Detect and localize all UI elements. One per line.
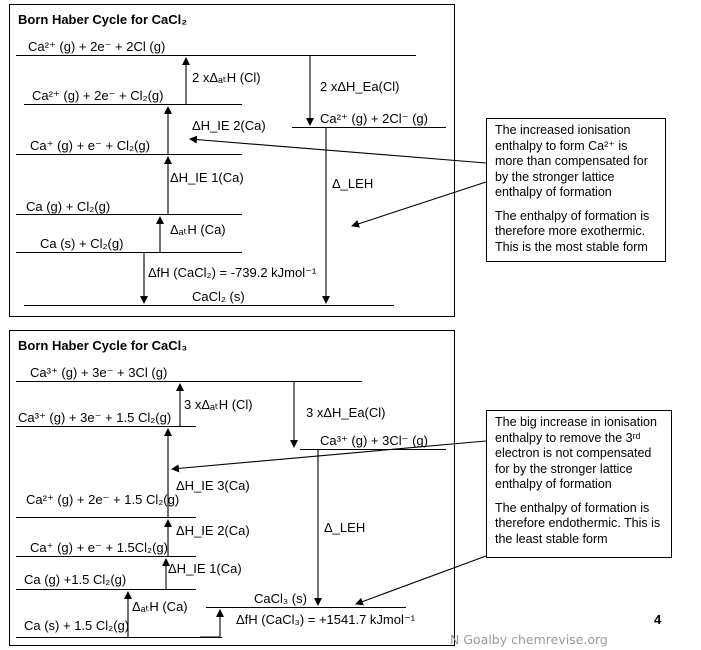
cacl2-explanation-2: The enthalpy of formation is therefore m… [495, 208, 650, 254]
cacl2-line-top [16, 55, 416, 56]
cacl2-diagram-panel [9, 4, 455, 317]
cacl2-level-4: Ca (g) + Cl₂(g) [26, 199, 111, 214]
cacl3-level-5: Ca (g) +1.5 Cl₂(g) [24, 572, 127, 587]
cacl3-product-level: CaCl₃ (s) [254, 591, 307, 606]
cacl3-line-4 [16, 556, 196, 557]
cacl2-line-3 [16, 154, 242, 155]
cacl3-ie3-label: ΔH_IE 3(Ca) [176, 478, 250, 493]
cacl2-hf-label: ΔfH (CaCl₂) = -739.2 kJmol⁻¹ [148, 265, 317, 280]
cacl3-ea-label: 3 xΔH_Ea(Cl) [306, 405, 386, 420]
cacl3-hf-label: ΔfH (CaCl₃) = +1541.7 kJmol⁻¹ [236, 612, 416, 627]
page-number: 4 [654, 612, 662, 627]
cacl3-hf-arrow [200, 609, 224, 638]
cacl3-line-2 [16, 426, 196, 427]
cacl3-note-pointer-ie3 [171, 440, 487, 473]
cacl3-level-right: Ca³⁺ (g) + 3Cl⁻ (g) [320, 433, 428, 448]
cacl3-level-6: Ca (s) + 1.5 Cl₂(g) [24, 618, 130, 633]
cacl3-explanation-2: The enthalpy of formation is therefore e… [495, 500, 661, 546]
cacl3-at-cl-label: 3 xΔₐₜH (Cl) [184, 397, 253, 412]
cacl2-at-cl-label: 2 xΔₐₜH (Cl) [192, 70, 261, 85]
cacl3-at-ca-label: ΔₐₜH (Ca) [132, 599, 188, 614]
cacl3-ie1-label: ΔH_IE 1(Ca) [168, 561, 242, 576]
cacl2-note-pointer-hf [351, 181, 487, 228]
cacl3-line-top [16, 381, 362, 382]
cacl2-level-3: Ca⁺ (g) + e⁻ + Cl₂(g) [30, 138, 150, 153]
cacl2-line-5 [16, 252, 242, 253]
cacl3-level-4: Ca⁺ (g) + e⁻ + 1.5Cl₂(g) [30, 540, 168, 555]
cacl2-ie2-label: ΔH_IE 2(Ca) [192, 118, 266, 133]
cacl2-explanation-box: The increased ionisation enthalpy to for… [486, 118, 666, 262]
cacl3-note-pointer-hf [355, 555, 487, 606]
cacl3-explanation-box: The big increase in ionisation enthalpy … [486, 410, 672, 558]
cacl3-diagram-panel [9, 330, 455, 646]
cacl2-level-5: Ca (s) + Cl₂(g) [40, 236, 124, 251]
cacl2-title: Born Haber Cycle for CaCl₂ [18, 12, 188, 27]
cacl3-level-top: Ca³⁺ (g) + 3e⁻ + 3Cl (g) [30, 365, 168, 380]
cacl3-le-label: Δ_LEH [324, 520, 366, 535]
cacl2-level-right: Ca²⁺ (g) + 2Cl⁻ (g) [320, 111, 428, 126]
cacl3-line-3 [16, 517, 196, 518]
cacl2-ie1-label: ΔH_IE 1(Ca) [170, 170, 244, 185]
cacl2-level-top: Ca²⁺ (g) + 2e⁻ + 2Cl (g) [28, 39, 166, 54]
footer-credit: N Goalby chemrevise.org [450, 632, 608, 647]
cacl2-line-4 [16, 214, 242, 215]
cacl2-at-ca-label: ΔₐₜH (Ca) [170, 222, 226, 237]
cacl3-level-2: Ca³⁺ (g) + 3e⁻ + 1.5 Cl₂(g) [18, 410, 172, 425]
cacl2-note-pointer-ie2 [189, 135, 487, 164]
cacl2-ea-label: 2 xΔH_Ea(Cl) [320, 79, 400, 94]
cacl2-explanation-1: The increased ionisation enthalpy to for… [495, 123, 648, 199]
cacl3-line-5 [16, 589, 196, 590]
cacl2-line-bottom [24, 305, 394, 306]
cacl3-ie2-label: ΔH_IE 2(Ca) [176, 523, 250, 538]
cacl2-level-bottom: CaCl₂ (s) [192, 289, 245, 304]
cacl2-line-2 [24, 104, 242, 105]
cacl3-line-product [206, 607, 406, 608]
cacl3-title: Born Haber Cycle for CaCl₃ [18, 338, 188, 353]
cacl2-line-right [292, 127, 446, 128]
cacl2-level-2: Ca²⁺ (g) + 2e⁻ + Cl₂(g) [32, 88, 164, 103]
cacl3-level-3: Ca²⁺ (g) + 2e⁻ + 1.5 Cl₂(g) [26, 492, 180, 507]
cacl3-line-6 [16, 637, 222, 638]
cacl2-le-label: Δ_LEH [332, 176, 374, 191]
cacl3-line-right [300, 449, 446, 450]
cacl3-explanation-1: The big increase in ionisation enthalpy … [495, 415, 657, 491]
